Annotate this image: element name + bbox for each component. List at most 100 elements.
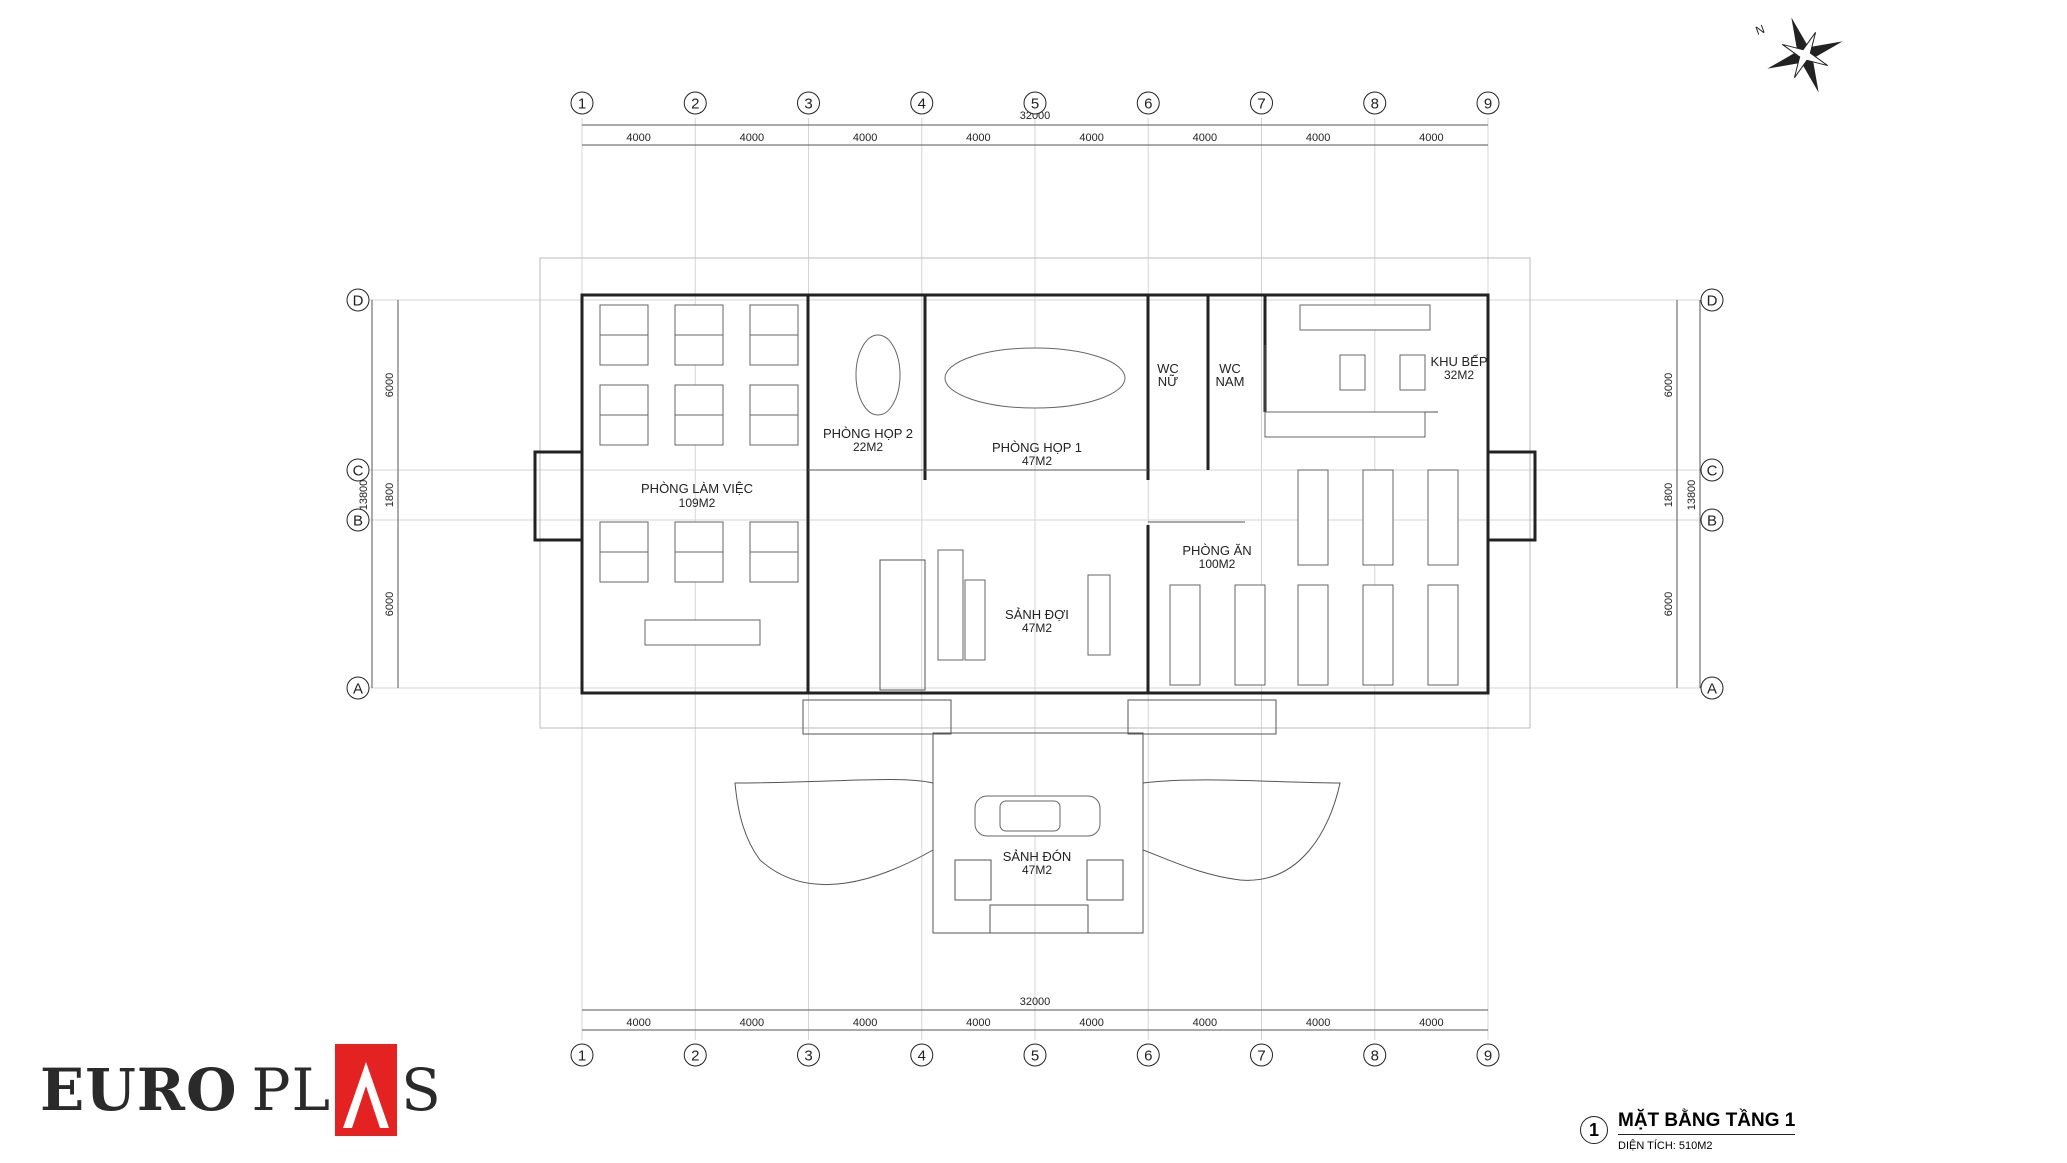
grid-bubble bbox=[346, 676, 370, 700]
room-name-sanh-doi: SẢNH ĐỢI bbox=[1005, 607, 1069, 622]
desk bbox=[599, 551, 649, 583]
drawing-number: 1 bbox=[1580, 1116, 1608, 1144]
grid-bubble bbox=[1476, 1043, 1500, 1067]
grid-bubble bbox=[1136, 1043, 1160, 1067]
grid-bubble-label: A bbox=[1707, 681, 1717, 698]
dim-bay: 4000 bbox=[1079, 132, 1103, 144]
grid-bubble bbox=[683, 91, 707, 115]
grid-bubble bbox=[797, 1043, 820, 1067]
dim-bay: 4000 bbox=[740, 1017, 764, 1029]
grid-bubble-label: 4 bbox=[918, 96, 926, 113]
grid-bubble-label: 1 bbox=[578, 96, 586, 113]
compass-north-label: N bbox=[1754, 22, 1767, 38]
dim-row-span: 6000 bbox=[1663, 592, 1675, 616]
dim-overall-depth: 13800 bbox=[1686, 480, 1698, 511]
grid-bubble bbox=[570, 91, 594, 115]
grid-bubble bbox=[683, 1043, 707, 1067]
grid-bubble-label: 6 bbox=[1144, 96, 1152, 113]
grid-bubble bbox=[1700, 458, 1724, 482]
dim-bay: 4000 bbox=[966, 1017, 990, 1029]
desk bbox=[674, 304, 724, 336]
grid-bubble bbox=[1363, 1043, 1387, 1067]
grid-bubble bbox=[346, 288, 370, 312]
grid-bubble-label: C bbox=[1707, 463, 1718, 480]
logo-text-euro: EURO bbox=[40, 1056, 238, 1124]
grid-bubble-label: D bbox=[353, 293, 364, 310]
desk bbox=[674, 334, 724, 366]
dim-row-span: 1800 bbox=[384, 483, 396, 507]
grid-bubble-label: 1 bbox=[578, 1048, 586, 1065]
desk bbox=[674, 414, 724, 446]
room-area-sanh-don: 47M2 bbox=[1022, 863, 1052, 877]
room-area-phong-hop-1: 47M2 bbox=[1022, 454, 1052, 468]
room-name-phong-hop-1: PHÒNG HỌP 1 bbox=[992, 440, 1082, 455]
grid-axis-lines bbox=[368, 118, 1700, 1040]
dim-row-span: 6000 bbox=[384, 592, 396, 616]
grid-bubble bbox=[346, 458, 370, 482]
desk bbox=[674, 521, 724, 553]
drawing-title: MẶT BẰNG TẦNG 1 bbox=[1618, 1110, 1796, 1135]
grid-bubble-label: 8 bbox=[1371, 96, 1379, 113]
dim-row-span: 1800 bbox=[1663, 483, 1675, 507]
grid-bubble-label: D bbox=[1707, 293, 1718, 310]
dim-bay: 4000 bbox=[740, 132, 764, 144]
room-area-phong-an: 100M2 bbox=[1199, 557, 1236, 571]
room-name-phong-hop-2: PHÒNG HỌP 2 bbox=[823, 426, 913, 441]
grid-bubble bbox=[1250, 91, 1273, 115]
grid-bubble bbox=[910, 1043, 934, 1067]
logo-mark-icon bbox=[335, 1044, 398, 1136]
dim-bay: 4000 bbox=[626, 1017, 650, 1029]
room-area-sanh-doi: 47M2 bbox=[1022, 621, 1052, 635]
grid-bubble-label: C bbox=[353, 463, 364, 480]
dim-overall-width: 32000 bbox=[1020, 996, 1051, 1008]
dining-table bbox=[1427, 584, 1459, 686]
room-labels: PHÒNG LÀM VIỆC 109M2 PHÒNG HỌP 2 22M2 PH… bbox=[641, 354, 1488, 877]
dim-bay: 4000 bbox=[853, 1017, 877, 1029]
dining-table bbox=[1362, 584, 1394, 686]
grid-bubble-label: 3 bbox=[804, 96, 812, 113]
desk bbox=[674, 384, 724, 416]
grid-bubble-label: 3 bbox=[804, 1048, 812, 1065]
grid-bubble-label: 8 bbox=[1371, 1048, 1379, 1065]
building-walls bbox=[533, 257, 1537, 934]
room-name-phong-lam-viec: PHÒNG LÀM VIỆC bbox=[641, 481, 753, 496]
grid-bubble bbox=[910, 91, 934, 115]
grid-bubble-label: A bbox=[353, 681, 363, 698]
wc-nu-label-1: WC bbox=[1157, 361, 1179, 376]
room-area-phong-hop-2: 22M2 bbox=[853, 440, 883, 454]
room-area-phong-lam-viec: 109M2 bbox=[679, 496, 716, 510]
grid-bubble bbox=[1363, 91, 1387, 115]
grid-bubble-label: B bbox=[353, 513, 363, 530]
dining-table bbox=[1297, 584, 1329, 686]
grid-bubble bbox=[1023, 91, 1047, 115]
logo-text-s: S bbox=[401, 1056, 442, 1124]
dim-bay: 4000 bbox=[626, 132, 650, 144]
grid-bubble bbox=[1476, 91, 1500, 115]
grid-bubble bbox=[346, 508, 370, 532]
desk bbox=[599, 384, 649, 416]
dining-table bbox=[1169, 584, 1201, 686]
wc-nu-label-2: NỮ bbox=[1158, 374, 1179, 389]
wc-nam-label-1: WC bbox=[1219, 361, 1241, 376]
desk bbox=[749, 304, 799, 336]
grid-bubble bbox=[570, 1043, 594, 1067]
room-area-khu-bep: 32M2 bbox=[1444, 368, 1474, 382]
grid-bubble bbox=[1250, 1043, 1273, 1067]
dim-bay: 4000 bbox=[853, 132, 877, 144]
dim-bay: 4000 bbox=[1419, 132, 1443, 144]
desk bbox=[749, 551, 799, 583]
desk bbox=[599, 304, 649, 336]
desk bbox=[749, 414, 799, 446]
compass-rose-icon: N bbox=[1754, 17, 1843, 93]
grid-bubble bbox=[1023, 1043, 1047, 1067]
desk bbox=[674, 551, 724, 583]
dim-bay: 4000 bbox=[1193, 132, 1217, 144]
workstation-desks bbox=[599, 304, 799, 583]
dim-bay: 4000 bbox=[1079, 1017, 1103, 1029]
grid-bubble bbox=[797, 91, 820, 115]
room-name-khu-bep: KHU BẾP bbox=[1430, 354, 1487, 369]
grid-bubble-label: 6 bbox=[1144, 1048, 1152, 1065]
